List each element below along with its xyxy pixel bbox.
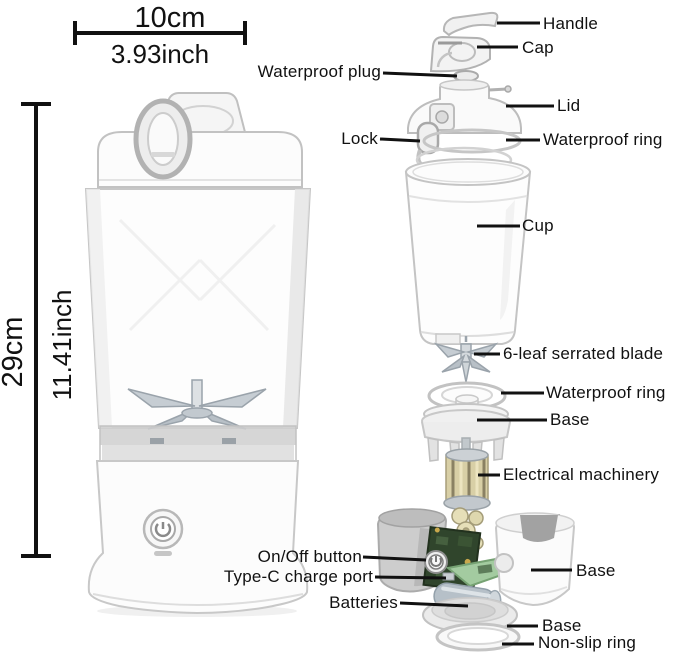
label-serrated-blade: 6-leaf serrated blade bbox=[503, 344, 664, 363]
base-shell-right-part bbox=[494, 512, 576, 607]
power-icon bbox=[424, 550, 448, 574]
height-dimension-cm: 29cm bbox=[0, 316, 29, 388]
exploded-view bbox=[376, 11, 576, 652]
label-waterproof-plug: Waterproof plug bbox=[257, 62, 381, 81]
width-dimension-line bbox=[73, 21, 247, 45]
label-cap: Cap bbox=[522, 38, 554, 57]
motor-part bbox=[443, 448, 491, 511]
non-slip-ring-part bbox=[435, 622, 521, 652]
leader-lines bbox=[362, 21, 572, 646]
handle-part bbox=[442, 11, 499, 37]
label-waterproof-ring-bottom: Waterproof ring bbox=[546, 383, 666, 402]
label-electrical-machinery: Electrical machinery bbox=[503, 465, 660, 484]
label-base-shell: Base bbox=[576, 561, 616, 580]
cap-part bbox=[429, 35, 491, 73]
height-dimension-inch: 11.41inch bbox=[47, 289, 77, 401]
power-icon bbox=[142, 508, 184, 550]
width-dimension-inch: 3.93inch bbox=[110, 39, 210, 69]
height-dimension-line bbox=[21, 102, 51, 558]
label-on-off-button: On/Off button bbox=[257, 547, 362, 566]
blade-part bbox=[433, 336, 499, 383]
lid-part bbox=[407, 79, 522, 134]
label-base-blade-holder: Base bbox=[550, 410, 590, 429]
label-cup: Cup bbox=[522, 216, 554, 235]
width-dimension-cm: 10cm bbox=[134, 2, 206, 34]
circuit-board-part bbox=[422, 526, 482, 592]
label-lock: Lock bbox=[341, 129, 378, 148]
label-non-slip-ring: Non-slip ring bbox=[538, 633, 637, 652]
label-base-plate: Base bbox=[542, 616, 582, 635]
label-lid: Lid bbox=[557, 96, 581, 115]
label-type-c-charge-port: Type-C charge port bbox=[223, 567, 373, 586]
cup-part bbox=[404, 158, 532, 345]
label-handle: Handle bbox=[543, 14, 599, 33]
label-waterproof-ring-top: Waterproof ring bbox=[543, 130, 663, 149]
label-batteries: Batteries bbox=[329, 593, 398, 612]
blender-product bbox=[84, 92, 312, 617]
